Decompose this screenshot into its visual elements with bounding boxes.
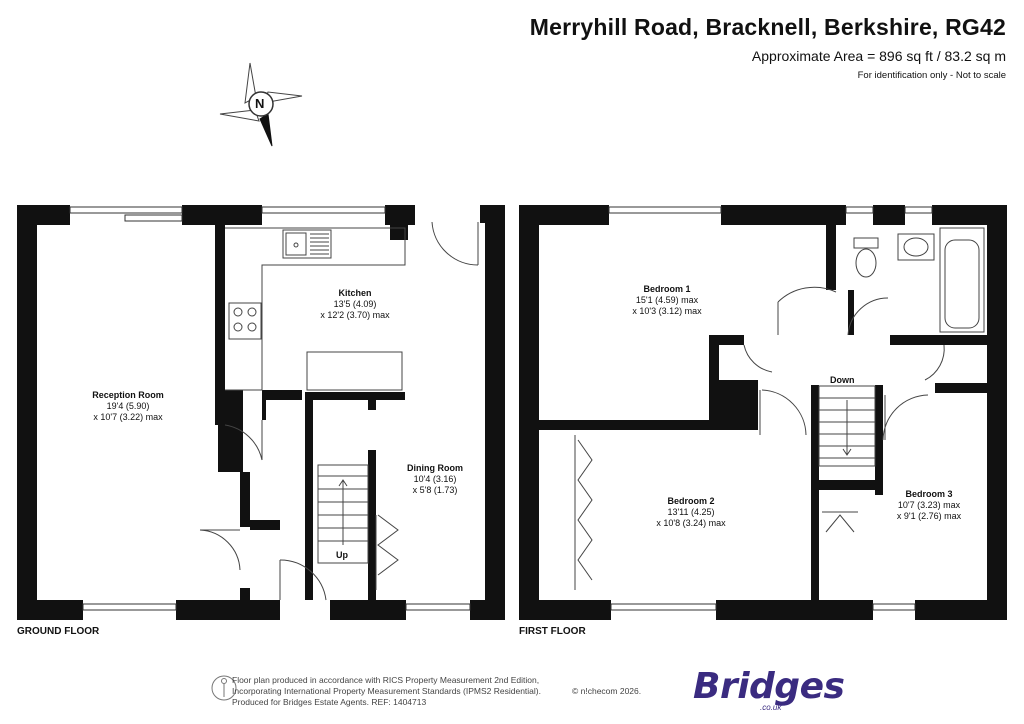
hob-icon [228, 302, 262, 340]
basin-icon [897, 233, 935, 261]
scale-note: For identification only - Not to scale [857, 70, 1006, 81]
door-swing [199, 529, 241, 571]
compass-north-label: N [255, 96, 265, 111]
stairs-down-label: Down [830, 375, 855, 385]
ground-floor-label: GROUND FLOOR [17, 626, 100, 637]
brand-logo-domain: .co.uk [760, 703, 782, 712]
approximate-area: Approximate Area = 896 sq ft / 83.2 sq m [751, 48, 1006, 64]
brand-logo: Bridges [693, 666, 845, 707]
ground-floor-fixtures [199, 221, 479, 601]
first-floor-fixtures [574, 227, 985, 590]
ground-floor-windows [69, 206, 471, 611]
first-floor-walls [519, 205, 1007, 620]
sink-icon [282, 229, 332, 259]
room-bedroom-2: Bedroom 2 13'11 (4.25) x 10'8 (3.24) max [656, 496, 726, 528]
first-floor-windows [608, 206, 933, 611]
staircase [818, 385, 876, 467]
property-address: Merryhill Road, Bracknell, Berkshire, RG… [529, 14, 1006, 40]
room-kitchen: Kitchen 13'5 (4.09) x 12'2 (3.70) max [320, 288, 390, 320]
door-swing [224, 424, 263, 461]
stairs-up-label: Up [336, 550, 348, 560]
staircase [317, 464, 369, 564]
room-reception: Reception Room 19'4 (5.90) x 10'7 (3.22)… [92, 390, 164, 422]
footer-notes: Floor plan produced in accordance with R… [232, 675, 541, 707]
fridge-icon [306, 351, 403, 391]
room-bedroom-3: Bedroom 3 10'7 (3.23) max x 9'1 (2.76) m… [896, 489, 962, 521]
room-bedroom-1: Bedroom 1 15'1 (4.59) max x 10'3 (3.12) … [632, 284, 702, 316]
door-swing [279, 559, 327, 601]
door-swing [431, 221, 479, 266]
bath-icon [939, 227, 985, 333]
footer-copyright: © n!checom 2026. [572, 686, 642, 696]
toilet-icon [853, 237, 879, 249]
room-dining: Dining Room 10'4 (3.16) x 5'8 (1.73) [407, 463, 463, 495]
first-floor-label: FIRST FLOOR [519, 626, 586, 637]
ground-floor-walls [17, 205, 505, 620]
certification-icon [211, 675, 237, 701]
compass-icon [219, 62, 303, 147]
